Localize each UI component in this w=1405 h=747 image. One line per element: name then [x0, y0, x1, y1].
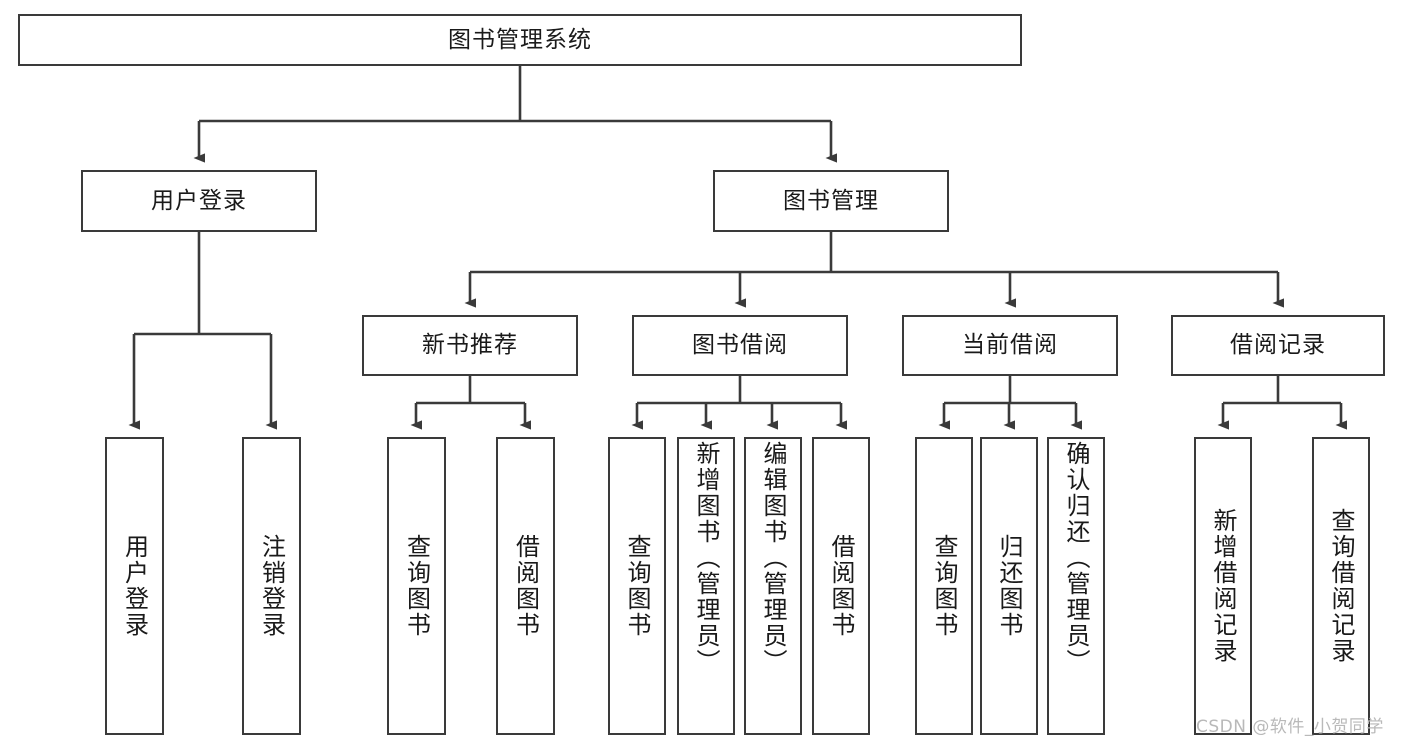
- leaf-current-borrow-return[interactable]: 归还图书: [980, 437, 1038, 735]
- leaf-book-borrow-query[interactable]: 查询图书: [608, 437, 666, 735]
- leaf-book-borrow-borrow[interactable]: 借阅图书: [812, 437, 870, 735]
- leaf-new-book-borrow[interactable]: 借阅图书: [496, 437, 555, 735]
- leaf-user-login-login[interactable]: 用户登录: [105, 437, 164, 735]
- leaf-current-borrow-query[interactable]: 查询图书: [915, 437, 973, 735]
- leaf-new-book-borrow-label: 借阅图书: [511, 534, 540, 638]
- node-borrow-record-label: 借阅记录: [1230, 332, 1326, 359]
- leaf-book-borrow-add[interactable]: 新增图书（管理员）: [677, 437, 735, 735]
- leaf-current-borrow-query-label: 查询图书: [930, 534, 958, 638]
- leaf-borrow-record-add-label: 新增借阅记录: [1209, 508, 1237, 664]
- leaf-borrow-record-query-label: 查询借阅记录: [1327, 508, 1355, 664]
- node-current-borrow[interactable]: 当前借阅: [902, 315, 1118, 376]
- leaf-new-book-query-label: 查询图书: [402, 534, 431, 638]
- node-book-borrow[interactable]: 图书借阅: [632, 315, 848, 376]
- leaf-user-login-logout-label: 注销登录: [257, 534, 286, 638]
- node-root-label: 图书管理系统: [448, 26, 592, 53]
- node-user-login[interactable]: 用户登录: [81, 170, 317, 232]
- leaf-current-borrow-confirm[interactable]: 确认归还（管理员）: [1047, 437, 1105, 735]
- leaf-new-book-query[interactable]: 查询图书: [387, 437, 446, 735]
- leaf-user-login-logout[interactable]: 注销登录: [242, 437, 301, 735]
- node-new-book-recommend[interactable]: 新书推荐: [362, 315, 578, 376]
- node-book-borrow-label: 图书借阅: [692, 332, 788, 359]
- leaf-current-borrow-return-label: 归还图书: [995, 534, 1023, 638]
- node-new-book-recommend-label: 新书推荐: [422, 332, 518, 359]
- node-root[interactable]: 图书管理系统: [18, 14, 1022, 66]
- node-user-login-label: 用户登录: [151, 187, 247, 214]
- leaf-book-borrow-borrow-label: 借阅图书: [827, 534, 855, 638]
- leaf-book-borrow-edit-label: 编辑图书（管理员）: [759, 441, 787, 675]
- node-book-management[interactable]: 图书管理: [713, 170, 949, 232]
- node-book-management-label: 图书管理: [783, 187, 879, 214]
- node-borrow-record[interactable]: 借阅记录: [1171, 315, 1385, 376]
- leaf-borrow-record-query[interactable]: 查询借阅记录: [1312, 437, 1370, 735]
- leaf-book-borrow-add-label: 新增图书（管理员）: [692, 441, 720, 675]
- watermark-text: CSDN @软件_小贺同学: [1196, 717, 1384, 737]
- leaf-book-borrow-query-label: 查询图书: [623, 534, 651, 638]
- leaf-current-borrow-confirm-label: 确认归还（管理员）: [1062, 441, 1090, 675]
- node-current-borrow-label: 当前借阅: [962, 332, 1058, 359]
- leaf-book-borrow-edit[interactable]: 编辑图书（管理员）: [744, 437, 802, 735]
- leaf-user-login-login-label: 用户登录: [120, 534, 149, 638]
- leaf-borrow-record-add[interactable]: 新增借阅记录: [1194, 437, 1252, 735]
